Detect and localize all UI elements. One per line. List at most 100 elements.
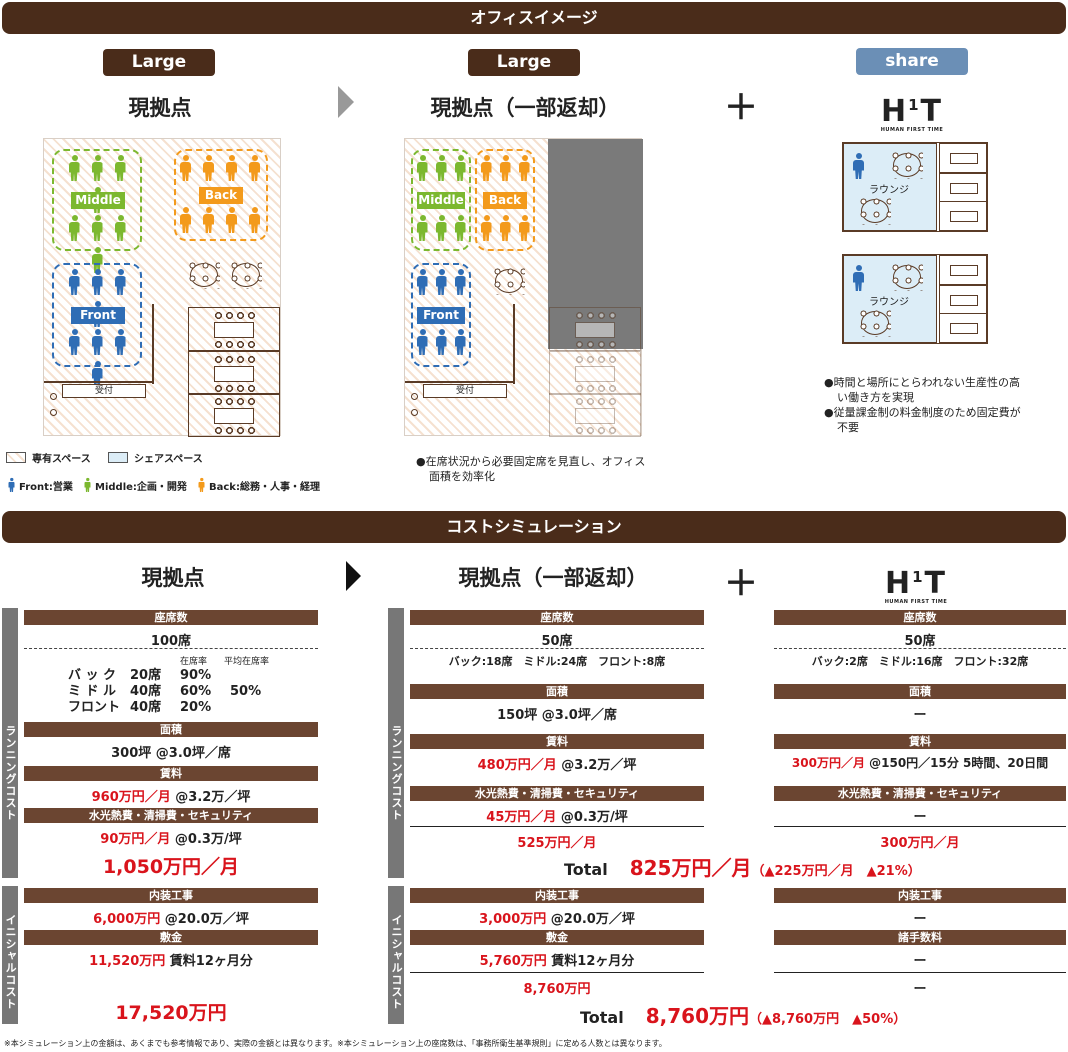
area-label: 面積 [774,684,1066,699]
rent-label: 賃料 [410,734,704,749]
floorplan-partial: Middle Back Front 受付 [404,138,643,437]
utility-label: 水光熱費・清掃費・セキュリティ [410,786,704,801]
c3-fee: ー [913,954,927,969]
c1-area: 300坪 @3.0坪／席 [111,746,231,761]
c3-utility: ー [913,810,927,825]
chair-icon [50,393,57,400]
c1-deposit: 11,520万円 賃料12ヶ月分 [89,954,253,969]
mini-room [939,201,987,231]
c2-seats-sub: バック:18席 ミドル:24席 フロント:8席 [448,655,666,668]
rate-head: 在席率 [180,657,208,667]
person-icons-middle-2 [58,215,136,273]
round-table-icon [186,259,220,289]
c1-initial-total: 17,520万円 [115,1002,227,1024]
initial-cost-side: イニシャルコスト [2,886,18,1024]
large-badge: Large [103,49,215,76]
person-icons-front-2 [58,329,136,387]
deposit-label: 敷金 [410,930,704,945]
office-image-header: オフィスイメージ [2,2,1066,34]
c3-rent: 300万円／月 @150円／15分 5時間、20日間 [791,756,1049,770]
c3-interior: ー [913,912,927,927]
area-label: 面積 [24,722,318,737]
middle-zone [411,149,471,251]
back-tag: Back [199,187,243,204]
c1-rent: 960万円／月 @3.2万／坪 [91,790,251,805]
c2-utility: 45万円／月 @0.3万/坪 [486,810,628,825]
person-icons-back-2 [477,215,533,241]
front-tag: Front [71,307,125,324]
seats-label: 座席数 [24,610,318,625]
c1-utility: 90万円／月 @0.3万/坪 [100,832,242,847]
returned-area [548,139,643,349]
lounge-label: ラウンジ [869,185,909,196]
c2-interior: 3,000万円 @20.0万／坪 [479,912,635,927]
legend-front: Front:営業 [6,472,73,498]
share-plan-1: ラウンジ [842,142,988,232]
rent-label: 賃料 [774,734,1066,749]
middle-tag: Middle [71,192,125,209]
fee-label: 諸手数料 [774,930,1066,945]
initial-cost-side-2: イニシャルコスト [388,886,404,1024]
person-icons-front [413,269,469,295]
person-icons-front [58,269,136,327]
large-badge-2: Large [468,49,580,76]
c3-running-sub: 300万円／月 [880,836,960,851]
mini-room [939,313,987,343]
col2-title: 現拠点（一部返却） [430,96,620,120]
c3-area: ー [913,708,927,723]
middle-tag: Middle [417,192,465,209]
area-label: 面積 [410,684,704,699]
utility-label: 水光熱費・清掃費・セキュリティ [24,808,318,823]
interior-label: 内装工事 [24,888,318,903]
note-col3: ●時間と場所にとらわれない生産性の高い働き方を実現●従量課金制の料金制度のため固… [824,376,1021,434]
plus-icon: ＋ [724,564,758,604]
c2-seats: 50席 [541,634,573,649]
meeting-room [549,307,641,351]
chair-icon [411,393,418,400]
plus-icon: ＋ [724,88,758,128]
c3-seats-sub: バック:2席 ミドル:16席 フロント:32席 [811,655,1029,668]
running-cost-side: ランニングコスト [2,608,18,878]
c2-running-sub: 525万円／月 [517,836,597,851]
c2-deposit: 5,760万円 賃料12ヶ月分 [479,954,635,969]
meeting-room [549,351,641,395]
mini-room [939,143,987,173]
meeting-room [188,393,280,437]
person-icons-middle [58,155,136,213]
floorplan-current: Middle Back Front 受付 [43,138,281,437]
c3-seats: 50席 [904,634,936,649]
running-cost-side-2: ランニングコスト [388,608,404,878]
deposit-label: 敷金 [24,930,318,945]
c2-area: 150坪 @3.0坪／席 [497,708,617,723]
utility-label: 水光熱費・清掃費・セキュリティ [774,786,1066,801]
legend-middle: Middle:企画・開発 [82,472,187,498]
person-icon [853,265,864,291]
legend-own: 専有スペース [6,450,91,465]
front-tag: Front [417,307,465,324]
person-icons-front-2 [413,329,469,355]
c3-initial-sub: ー [913,982,927,997]
legend-share: シェアスペース [108,450,203,465]
mini-room [939,285,987,315]
lounge-label: ラウンジ [869,297,909,308]
c1-seats: 100席 [150,634,192,649]
person-icon [853,153,864,179]
front-zone [411,263,471,367]
person-icons-back [477,155,533,181]
seats-label: 座席数 [774,610,1066,625]
interior-label: 内装工事 [410,888,704,903]
reception-desk: 受付 [423,384,507,398]
mini-room [939,173,987,203]
c2-initial-sub: 8,760万円 [523,982,591,997]
mini-room [939,255,987,285]
share-badge: share [856,48,968,75]
round-table-icon [857,195,891,225]
round-table-icon [857,307,891,337]
cost-sim-header: コストシミュレーション [2,511,1066,543]
back-zone [475,149,535,251]
person-icons-back-2 [180,207,260,233]
